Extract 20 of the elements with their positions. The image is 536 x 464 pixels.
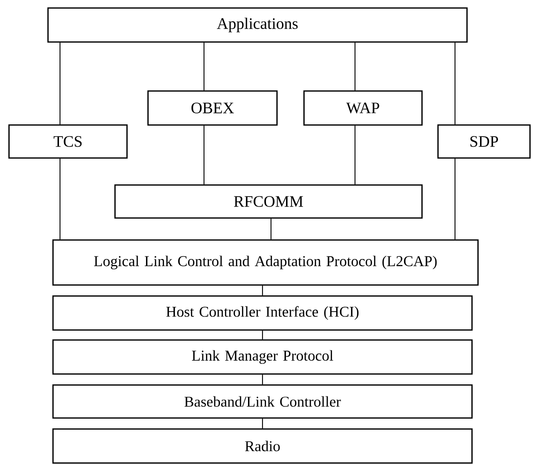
connector-line xyxy=(270,218,272,240)
connector-line xyxy=(262,285,263,296)
protocol-box: OBEX xyxy=(147,90,278,126)
protocol-box: RFCOMM xyxy=(114,184,423,219)
connector-line xyxy=(454,158,456,240)
connector-line xyxy=(354,42,356,91)
connector-line xyxy=(262,418,263,429)
layer-box: Logical Link Control and Adaptation Protocol (L2CAP) xyxy=(52,239,479,286)
connector-line xyxy=(262,330,263,340)
layer-box: Host Controller Interface (HCI) xyxy=(52,295,473,331)
layer-box: Radio xyxy=(52,428,473,464)
connector-line xyxy=(454,42,456,125)
connector-line xyxy=(354,125,356,185)
connector-line xyxy=(262,374,263,385)
protocol-box: WAP xyxy=(303,90,423,126)
layer-box: Baseband/Link Controller xyxy=(52,384,473,419)
layer-box: Applications xyxy=(47,7,468,43)
layer-box: Link Manager Protocol xyxy=(52,339,473,375)
protocol-box: TCS xyxy=(8,124,128,159)
protocol-box: SDP xyxy=(437,124,531,159)
